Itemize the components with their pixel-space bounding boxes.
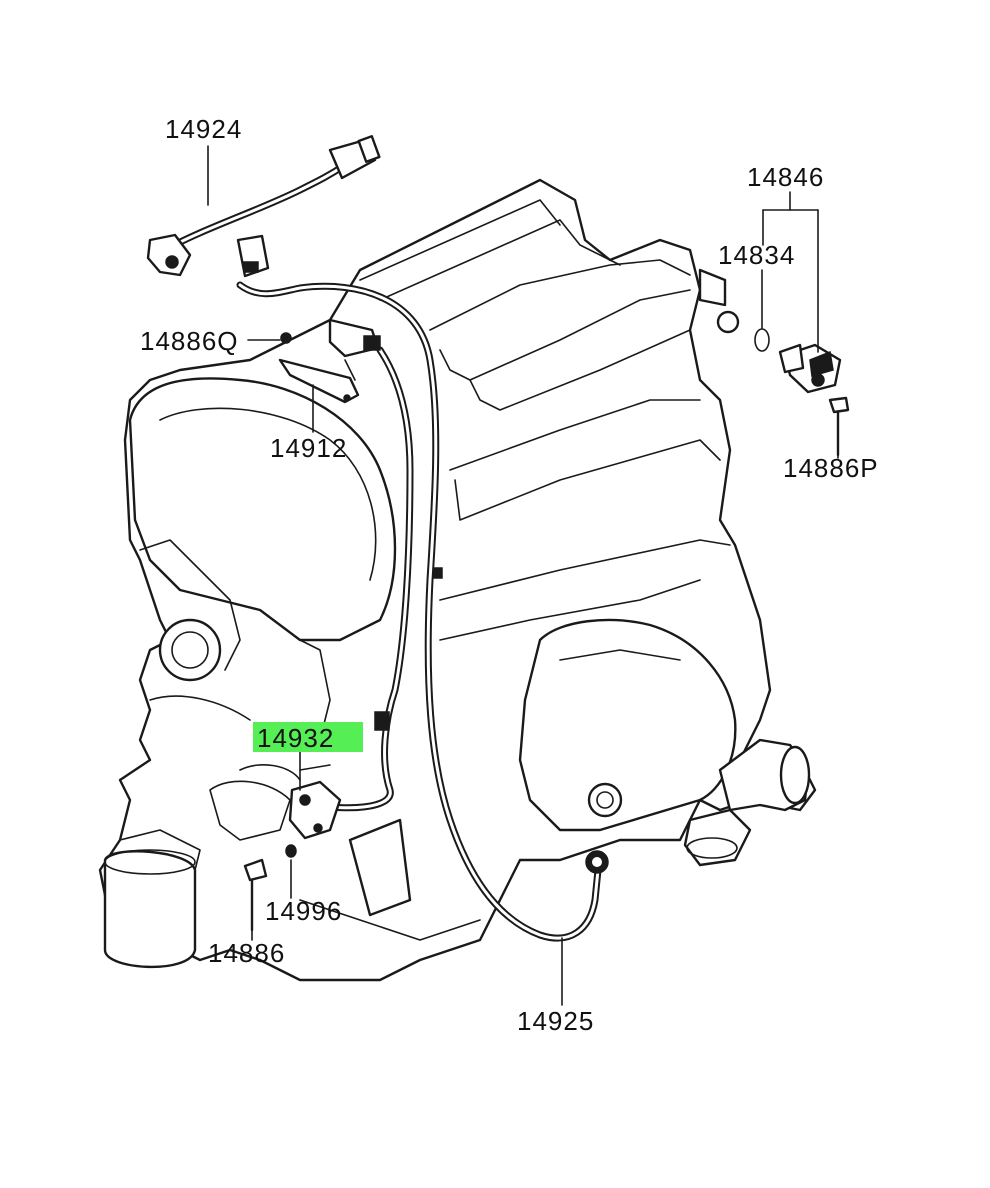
part-14932-sensor [288, 764, 342, 840]
leader-lines [207, 145, 839, 1006]
part-14925-knock-sensor [585, 850, 609, 874]
highlight-14932 [253, 722, 363, 752]
part-14886-bolt [243, 858, 268, 932]
part-14912-bracket [278, 318, 381, 404]
label-14886Q[interactable]: 14886Q [140, 326, 239, 356]
part-14846-cam-sensor [778, 343, 842, 394]
part-14924-sensor [146, 135, 381, 277]
wiring-harness [236, 281, 602, 942]
part-labels: 14924 14846 14834 14886Q 14912 14886P 14… [140, 114, 879, 1036]
engine-block [98, 178, 817, 982]
label-14924[interactable]: 14924 [165, 114, 242, 144]
label-14846[interactable]: 14846 [747, 162, 824, 192]
part-14996-washer [285, 844, 297, 858]
label-14886P[interactable]: 14886P [783, 453, 879, 483]
label-14925[interactable]: 14925 [517, 1006, 594, 1036]
part-14886P-bolt [828, 396, 850, 457]
label-14886[interactable]: 14886 [208, 938, 285, 968]
label-14912[interactable]: 14912 [270, 433, 347, 463]
label-14834[interactable]: 14834 [718, 240, 795, 270]
part-14834-o-ring [754, 328, 770, 352]
label-14932[interactable]: 14932 [257, 723, 334, 753]
harness-connector-top [236, 234, 270, 278]
label-14996[interactable]: 14996 [265, 896, 342, 926]
